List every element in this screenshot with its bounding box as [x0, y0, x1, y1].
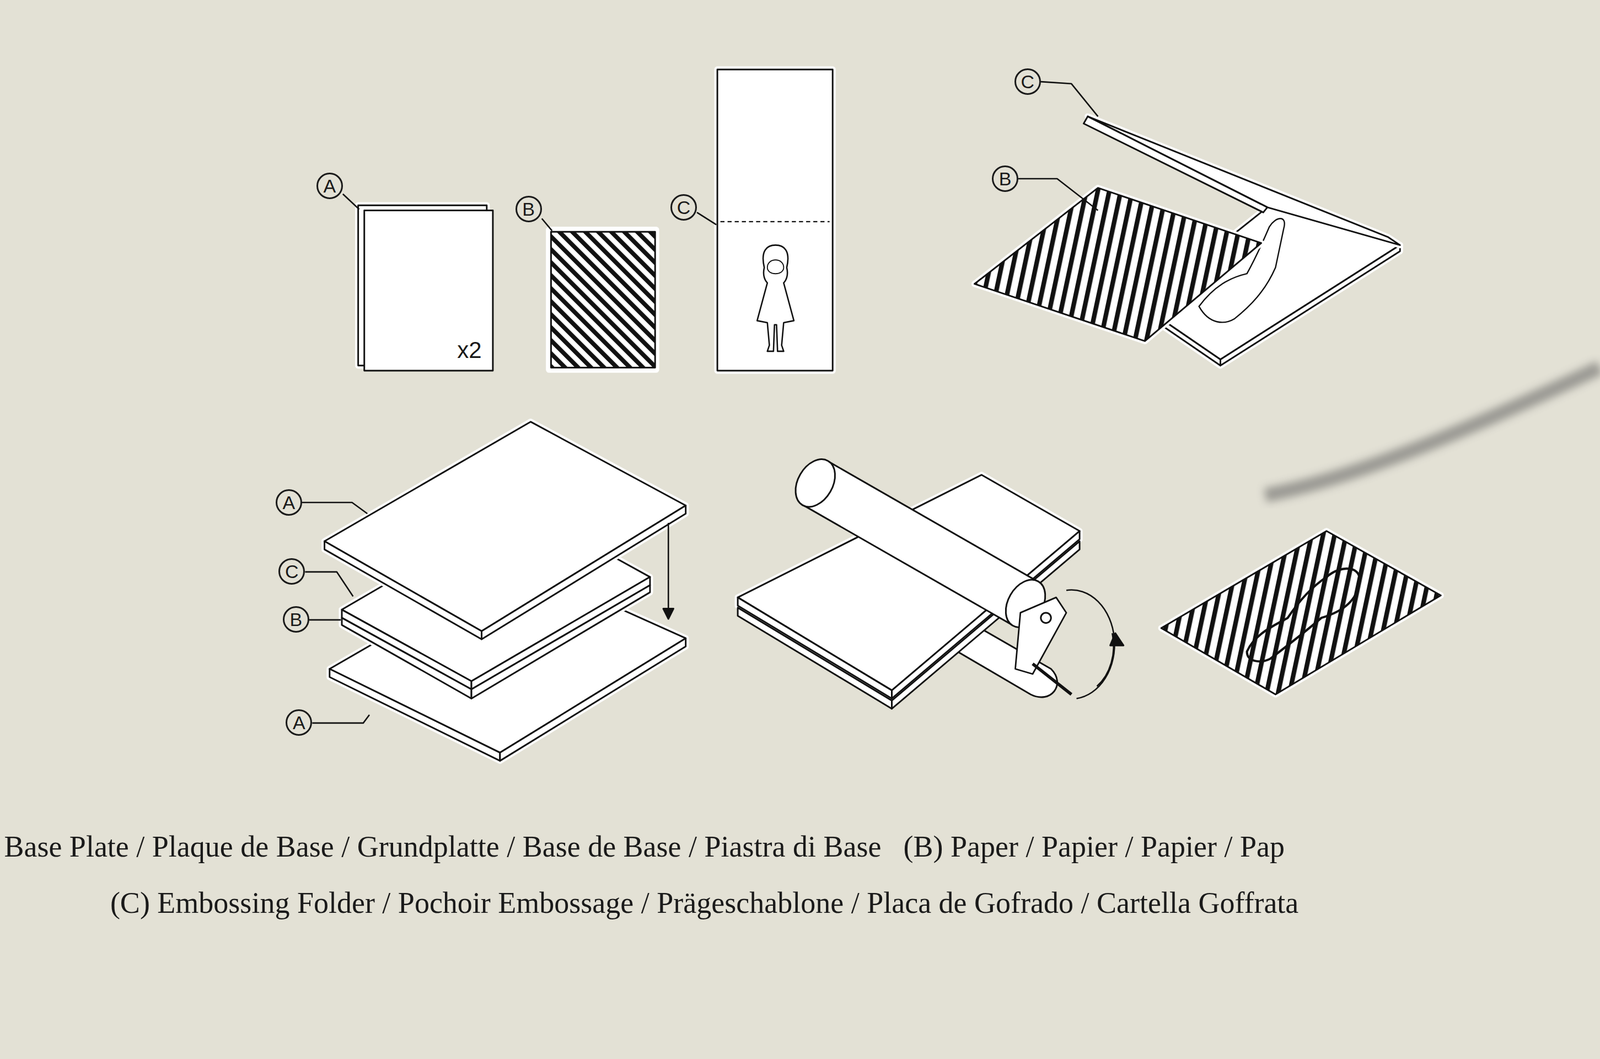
caption-text: (B) Paper / Papier / Papier / Pap: [903, 830, 1285, 863]
callout-letter: B: [515, 195, 542, 223]
embossing-folder: [717, 69, 833, 371]
callout-text: B: [999, 169, 1012, 189]
paper-sheet: [549, 229, 657, 370]
caption-text: Base Plate / Plaque de Base / Grundplatt…: [3, 830, 882, 863]
callout-letter: A: [275, 489, 303, 516]
callout-text: A: [323, 176, 336, 196]
callout-letter: C: [1014, 68, 1041, 95]
leader-lines: [302, 81, 1099, 723]
callout-text: B: [522, 199, 535, 219]
callout-text: A: [282, 492, 295, 512]
caption-text: (C) Embossing Folder / Pochoir Embossage…: [110, 886, 1299, 920]
open-folder-with-paper: [974, 116, 1400, 366]
callout-text: C: [285, 561, 299, 581]
callout-text: C: [1020, 72, 1035, 91]
base-plates: [358, 205, 493, 371]
callout-letter: A: [285, 709, 313, 736]
callout-letter: B: [991, 165, 1019, 192]
callout-letter: C: [278, 557, 305, 585]
callout-letter: C: [670, 194, 697, 221]
callout-letter: B: [282, 605, 310, 633]
callout-text: C: [677, 197, 691, 217]
sandwich-stack: [324, 421, 686, 761]
callout-letter: A: [316, 172, 343, 200]
embossed-paper: [1161, 530, 1441, 695]
callout-text: A: [292, 712, 306, 732]
quantity-label: x2: [455, 337, 483, 363]
callout-text: B: [289, 609, 303, 629]
embossing-machine: [737, 452, 1124, 709]
pencil-smudge: [1265, 367, 1600, 496]
